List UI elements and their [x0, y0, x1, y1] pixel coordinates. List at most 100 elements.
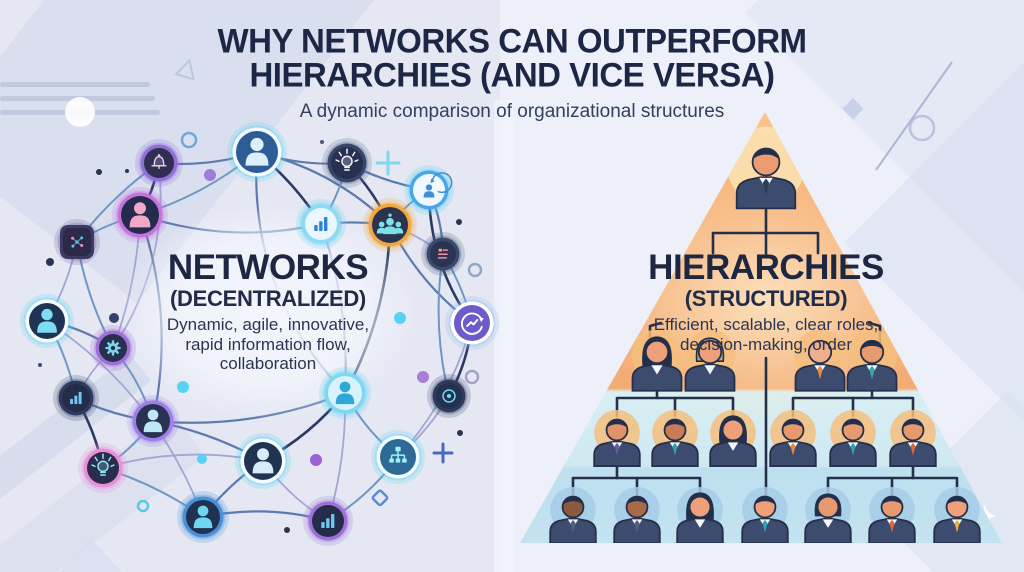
plus-icon [375, 150, 401, 176]
deco-band [0, 354, 152, 535]
small-dot [457, 430, 463, 436]
ring-dot [467, 262, 483, 278]
network-node-bar-chart-light [296, 199, 346, 249]
hierarchy-person-staff [549, 487, 597, 543]
junction-dot [394, 312, 406, 324]
junction-dot [197, 454, 207, 464]
lightbulb-icon [335, 148, 359, 171]
hierarchy-person-managers [709, 410, 757, 467]
person-icon [423, 184, 435, 198]
network-node-bar-chart-bottom [303, 496, 353, 546]
network-node-molecule [54, 219, 100, 265]
deco-band [0, 0, 402, 304]
network-node-gear [90, 325, 136, 371]
junction-dot [310, 454, 322, 466]
bar-chart-icon [321, 513, 335, 529]
target-icon [442, 389, 456, 403]
person-icon [335, 381, 355, 405]
deco-ring [908, 114, 936, 142]
junction-dot [204, 169, 216, 181]
growth-cycle-icon [460, 312, 484, 335]
diamond-outline [371, 489, 389, 507]
network-node-person-bottom-center [235, 433, 291, 489]
hierarchy-person-managers [593, 410, 641, 467]
bar-chart-icon [70, 391, 82, 405]
person-icon [383, 217, 397, 235]
deco-stripe [0, 82, 150, 87]
hierarchy-person-staff [868, 487, 916, 543]
hierarchy-person-directors [846, 329, 898, 392]
small-dot [38, 363, 42, 367]
network-node-target [427, 374, 471, 418]
page-header: WHY NETWORKS CAN OUTPERFORM HIERARCHIES … [0, 21, 1024, 123]
small-dot [320, 140, 324, 144]
hierarchy-person-managers [889, 410, 937, 467]
junction-dot [177, 381, 189, 393]
hierarchy-person-directors [794, 329, 846, 392]
page-title-line1: WHY NETWORKS CAN OUTPERFORM [217, 21, 807, 60]
bar-chart-icon [314, 216, 328, 232]
network-node-org-chart [371, 430, 425, 484]
network-node-person-sync [404, 165, 454, 215]
deco-diamond [842, 98, 864, 120]
network-graph [20, 122, 499, 546]
bell-icon [151, 154, 167, 170]
ring-dot [180, 131, 198, 149]
person-icon [245, 137, 269, 166]
network-node-bar-chart-dark [53, 375, 99, 421]
org-chart-icon [389, 446, 407, 463]
person-sync-icon [423, 172, 453, 198]
network-node-person-cyan-left [20, 294, 74, 348]
hierarchy-person-directors [631, 329, 683, 392]
panel-seam [494, 100, 514, 572]
molecule-icon [71, 236, 84, 248]
junction-dot [417, 371, 429, 383]
network-node-person-top [227, 122, 287, 182]
ring-dot [136, 499, 150, 513]
junction-dot [109, 313, 119, 323]
network-node-idea-bulb [322, 138, 372, 188]
person-icon [252, 448, 274, 474]
small-dot [284, 527, 290, 533]
hierarchy-person-executive [726, 126, 806, 210]
network-edge [437, 253, 450, 397]
team-icon [376, 213, 404, 235]
hierarchy-person-staff [933, 487, 981, 543]
hierarchy-person-staff [613, 487, 661, 543]
network-node-person-cyan-mid [319, 367, 371, 419]
person-icon [129, 202, 151, 228]
lightbulb-icon [91, 453, 115, 476]
org-rows [549, 126, 981, 543]
deco-triangle-outline [174, 58, 195, 81]
deco-band [0, 411, 206, 572]
hierarchy-person-managers [651, 410, 699, 467]
network-node-person-pink [112, 187, 168, 243]
deco-line [875, 61, 953, 171]
small-dot [125, 169, 129, 173]
deco-band [844, 44, 1024, 483]
network-node-bulb-glow [78, 443, 128, 493]
document-icon [437, 248, 449, 259]
hierarchy-person-managers [829, 410, 877, 467]
page-title-line2: HIERARCHIES (AND VICE VERSA) [249, 55, 775, 94]
org-connectors [571, 205, 959, 498]
plus-icon [432, 442, 454, 464]
hierarchy-pyramid [520, 112, 1002, 543]
person-icon [37, 308, 57, 333]
network-node-document [421, 232, 465, 276]
network-node-person-violet [127, 395, 179, 447]
caption-glow [120, 204, 416, 420]
small-dot [46, 258, 54, 266]
person-icon [143, 409, 163, 433]
gear-icon [105, 340, 121, 356]
hierarchy-person-staff [676, 487, 724, 543]
deco-circle [65, 97, 95, 127]
deco-triangle [60, 538, 122, 572]
hierarchy-person-staff [741, 487, 789, 543]
network-node-person-bottom-left [177, 491, 229, 543]
network-node-growth-cycle [445, 296, 499, 350]
hierarchy-person-managers [769, 410, 817, 467]
network-node-meditation-bell [135, 139, 183, 187]
hierarchy-person-directors [684, 329, 736, 392]
